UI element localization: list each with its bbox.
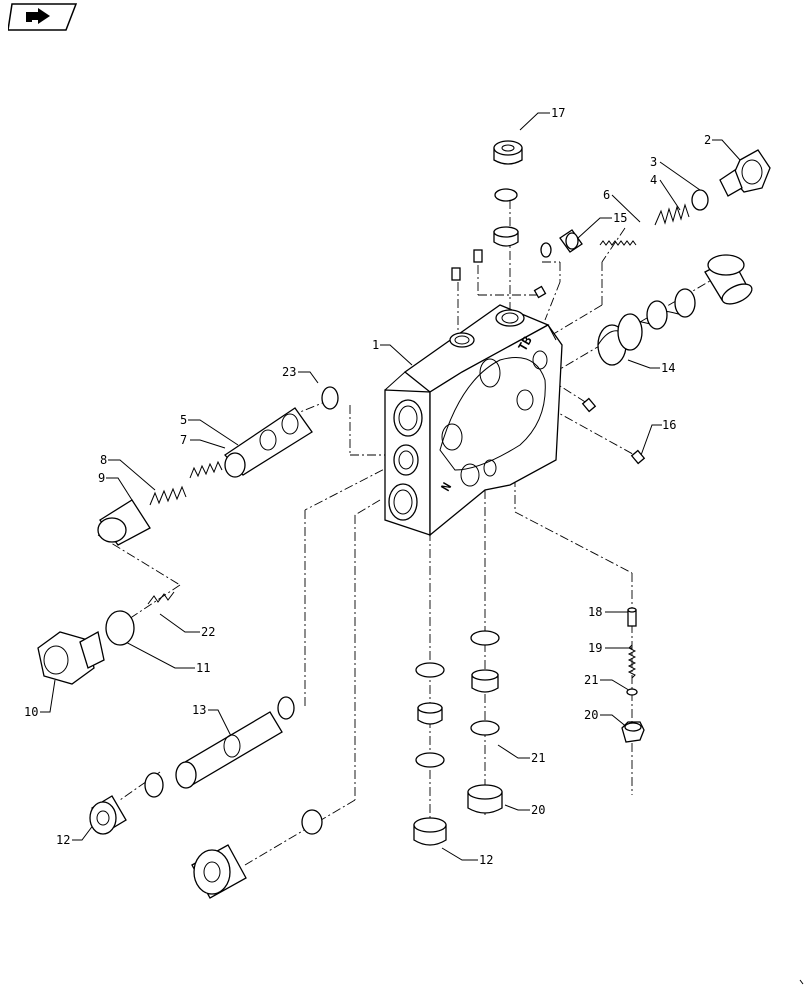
pin-18: [627, 607, 637, 627]
callout-8: 8: [100, 453, 107, 467]
sleeve-cup: [704, 254, 753, 305]
callout-5: 5: [180, 413, 187, 427]
callout-labels: 17 2 3 4 6 15 1 14 23 5 7 16 8 9 22 11 1…: [24, 106, 711, 867]
spring-19: [627, 644, 637, 679]
callout-14: 14: [661, 361, 675, 375]
spring-14: [597, 310, 683, 366]
callout-12-left: 12: [56, 833, 70, 847]
plug-20-small: [621, 721, 645, 743]
plug-large: [191, 844, 247, 899]
fitting-2: [719, 149, 771, 197]
plug-17: [493, 140, 523, 165]
callout-20: 20: [584, 708, 598, 722]
plug-20: [467, 784, 503, 814]
backup-ring: [471, 669, 499, 693]
set-screw: [473, 249, 483, 263]
corner-mark: [799, 979, 804, 985]
callout-12-bottom: 12: [479, 853, 493, 867]
backup-ring: [417, 702, 443, 725]
o-ring: [144, 772, 164, 798]
callout-21-lower: 21: [531, 751, 545, 765]
callout-7: 7: [180, 433, 187, 447]
callout-4: 4: [650, 173, 657, 187]
poppet-15: [559, 229, 583, 253]
set-screw: [581, 397, 597, 413]
forward-nav-button[interactable]: [7, 2, 78, 32]
spool-5: [224, 407, 313, 478]
callout-15: 15: [613, 211, 627, 225]
leader-lines: [40, 112, 741, 861]
callout-1: 1: [372, 338, 379, 352]
spring-4: [654, 203, 690, 226]
pin-6: [599, 240, 637, 246]
seal-ring: [415, 752, 445, 768]
set-screw: [533, 285, 547, 299]
callout-21: 21: [584, 673, 598, 687]
callout-13: 13: [192, 703, 206, 717]
o-ring: [277, 696, 295, 720]
o-ring-21: [470, 720, 500, 736]
callout-20-lower: 20: [531, 803, 545, 817]
o-ring-11: [105, 610, 135, 646]
callout-19: 19: [588, 641, 602, 655]
callout-2: 2: [704, 133, 711, 147]
plug-12: [89, 795, 127, 835]
callout-22: 22: [201, 625, 215, 639]
seal-ring: [415, 662, 445, 678]
spring-8: [149, 485, 187, 506]
forward-arrow-icon: [7, 3, 78, 31]
seal-ring: [646, 300, 668, 330]
callout-10: 10: [24, 705, 38, 719]
plug-22: [147, 591, 175, 605]
callout-9: 9: [98, 471, 105, 485]
seal-ring: [470, 630, 500, 646]
plug-12-bottom: [413, 817, 447, 846]
spring-7: [189, 460, 223, 479]
o-ring-23: [321, 386, 339, 410]
callout-6: 6: [603, 188, 610, 202]
callout-16: 16: [662, 418, 676, 432]
valve-body: TB N: [384, 304, 563, 537]
spool-13: [175, 711, 283, 789]
o-ring: [301, 809, 323, 835]
callout-11: 11: [196, 661, 210, 675]
small-ring: [540, 242, 552, 258]
ring-21-small: [626, 688, 638, 696]
callout-23: 23: [282, 365, 296, 379]
backup-ring-top: [493, 226, 519, 238]
callout-18: 18: [588, 605, 602, 619]
port-marking-tb: TB: [515, 334, 534, 354]
parts: [37, 140, 771, 899]
seal-ring: [494, 188, 518, 202]
set-screw-16: [630, 449, 646, 465]
callout-3: 3: [650, 155, 657, 169]
seal-ring: [674, 288, 696, 318]
fitting-10: [37, 631, 105, 685]
callout-17: 17: [551, 106, 565, 120]
o-ring-3: [691, 189, 709, 211]
cap-9: [97, 499, 151, 546]
set-screw: [451, 267, 461, 281]
